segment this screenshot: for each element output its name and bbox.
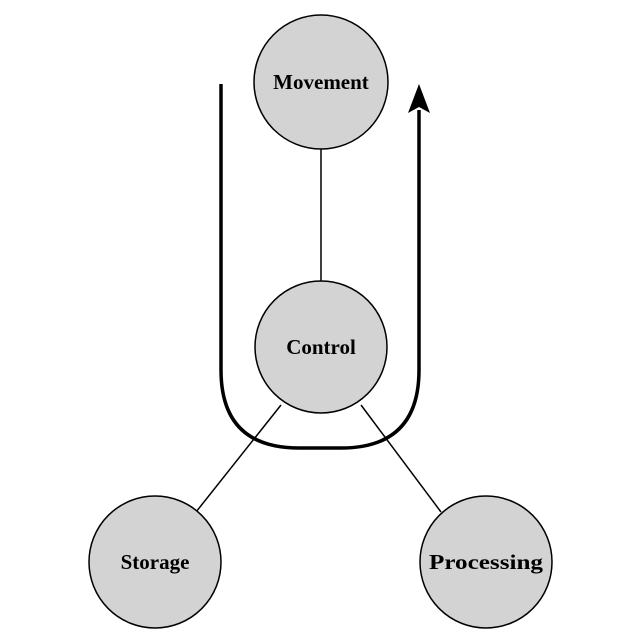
data-flow-path [219,84,421,450]
node-processing-label: Processing [429,550,544,574]
node-control-label: Control [286,335,356,359]
node-storage-label: Storage [121,550,190,574]
node-movement-label: Movement [273,70,369,94]
node-control: Control [254,280,388,414]
link-control-storage [195,404,282,513]
link-control-processing [360,404,442,513]
node-processing-circle [419,495,553,629]
node-movement: Movement [253,14,389,150]
node-movement-circle [253,14,389,150]
node-storage-circle [88,495,222,629]
data-flow-arrowhead-icon [408,84,430,113]
node-control-circle [254,280,388,414]
node-storage: Storage [88,495,222,629]
node-processing: Processing [419,495,553,629]
